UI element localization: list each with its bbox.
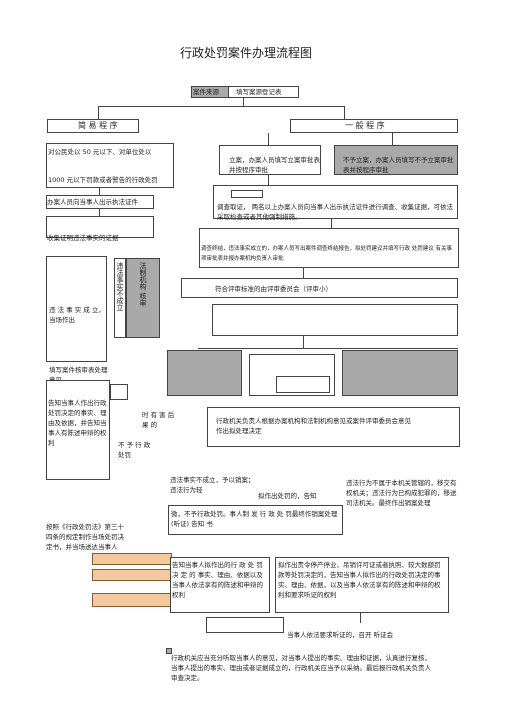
explain-text: 微，不予行政处罚。事人制 发 行 政 处 罚最终作销案处理 (听证) 告知 书 [171, 510, 338, 528]
case-register-box [229, 86, 299, 98]
outcome-box-left [167, 350, 242, 396]
page-title: 行政处罚案件办理流程图 [180, 46, 313, 60]
simple-scope-box [46, 143, 174, 188]
review-blank-box [212, 304, 458, 336]
review-box [181, 278, 458, 298]
collect-evidence-text: 收集证明违法事实的证据 [47, 234, 119, 242]
orange-box-3 [92, 593, 174, 607]
harm-text: 时 有 害 后 果 的 [142, 411, 175, 429]
connector [360, 613, 361, 623]
not-established-col [114, 258, 126, 338]
transfer-text: 违法行为不属于本机关管辖的，移交有权机关；违法行为已构成犯罪的，移送司法机关。最… [346, 479, 457, 507]
hearing-text: 当事人依法要求听证的，召开 听证会 [287, 631, 394, 639]
connector [198, 348, 458, 349]
simple-scope-line1: 对公民处以 50 元以下、对单位处以 [48, 148, 152, 156]
legal-review-col [126, 258, 160, 338]
final-text: 行政机关应当充分听取当事人的意见，对当事人提出的事实、理由和证据，认真进行复核，… [171, 654, 431, 682]
connector [344, 106, 345, 119]
connector [392, 133, 393, 145]
simple-notify-text: 告知当事人作出行政处罚决定的事实、理由及依据，并告知当事人有陈述申辩的权利 [48, 399, 107, 447]
explain-box [168, 505, 343, 535]
outcome-inner-box [276, 376, 330, 393]
connector [243, 98, 244, 106]
review-text: 符合评审标准的由评审委员会（评审小） [215, 285, 332, 293]
connector [98, 106, 344, 107]
leader-decision-box [207, 407, 460, 447]
connector [99, 188, 100, 195]
simple-decision-text: 按照《行政处罚法》第三十四条的规定制作当场处罚决定书，并当场送达当事人 [46, 523, 124, 551]
leader-decision-text: 行政机关负责人根据办案机构和法制机构意见或案件评审委员会意见作出拟处理决定 [216, 417, 411, 435]
connector [331, 219, 332, 228]
case-source-label: 案件来源 [193, 88, 219, 96]
connector [98, 106, 99, 119]
outcome-box-right [342, 350, 458, 396]
connector [303, 336, 304, 348]
no-case-text: 不予立案，办案人员填写不予立案审批表并按程序审批 [343, 156, 454, 174]
connector [268, 175, 269, 185]
orange-box-1 [92, 553, 172, 565]
minor-text: 拟作出处罚的，告知 [258, 492, 317, 500]
orange-box-2 [92, 569, 172, 581]
violation-established-box [46, 256, 107, 362]
hearing-notice-text: 拟作出责令停产停业、吊销许可证或者执照、较大数额罚款等处罚决定的，告知当事人拟作… [278, 561, 441, 599]
legal-review-text: 法制机构 核审 [139, 262, 147, 307]
report-box [199, 228, 459, 268]
notify-general-box [170, 557, 270, 613]
general-procedure-heading-text: 一 般 程 序 [345, 121, 385, 130]
file-case-box [219, 145, 321, 175]
show-id-text: 办案人员向当事人出示执法证件 [47, 198, 138, 206]
investigation-inner [231, 190, 263, 198]
violation-established-text: 违 法 事 实 成 立，当场作出 [49, 306, 105, 324]
gray-square [110, 384, 128, 400]
general-procedure-heading [290, 119, 458, 133]
connector [303, 268, 304, 278]
collect-evidence-box [46, 216, 154, 238]
not-violation-text: 违法事实不成立，予以销案；违法行为轻 [170, 476, 255, 494]
report-text: 调查终结，违法事实成立的，办案人员写出案件调查终结报告，拟处罚建议并填写行政 处… [201, 246, 453, 262]
connector [99, 209, 100, 216]
notify-general-text: 告知当事人拟作出的行 政 处 罚 决 定 的 事实、理由、依据以及当事人依法享有… [172, 561, 263, 599]
hearing-box [206, 617, 284, 633]
show-id-box [46, 195, 154, 209]
file-case-text: 立案，办案人员填写立案审批表并按程序审批 [229, 156, 320, 174]
case-register-label: 填写案源登记表 [236, 88, 282, 96]
investigation-text: 调查取证， 两名以上办案人员向当事人出示执法证件进行调查、收集证据，可依法采取检… [217, 203, 454, 221]
no-penalty-text: 不 予 行 政 处罚 [118, 441, 151, 459]
simple-notify-box [46, 380, 110, 480]
hearing-notice-box [275, 557, 449, 613]
not-established-text: 违法事实不成立 [116, 262, 124, 311]
simple-scope-line2: 1000 元以下罚款或者警告的行政处罚 [48, 176, 158, 184]
final-box-bg [166, 648, 172, 654]
connector [268, 133, 269, 145]
case-source-box [191, 86, 229, 98]
no-case-box [334, 145, 458, 175]
simple-procedure-heading-text: 简 易 程 序 [78, 121, 118, 130]
simple-procedure-heading [47, 119, 139, 133]
